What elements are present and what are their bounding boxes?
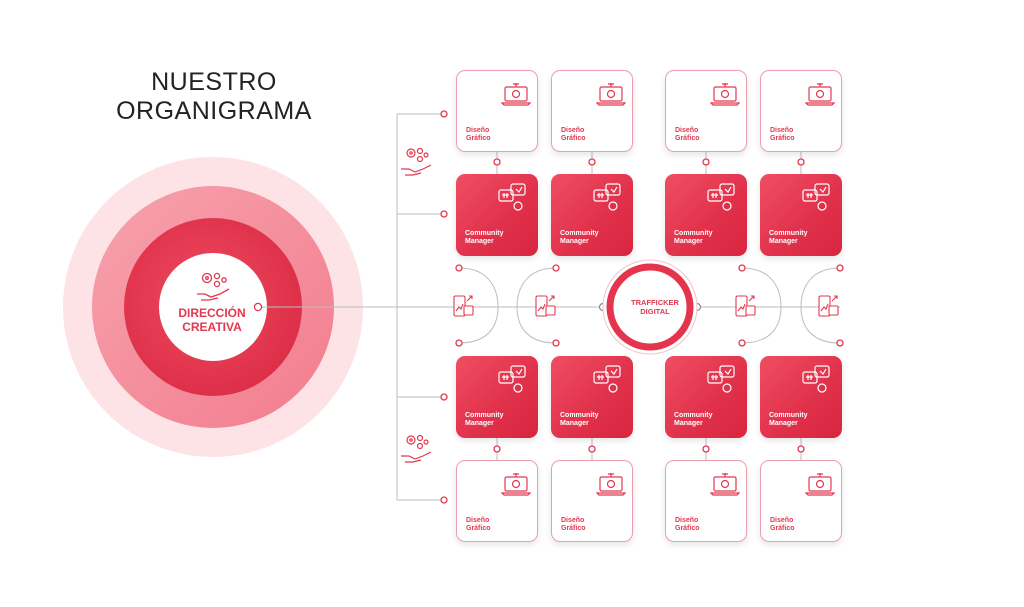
hand-gears-icon	[401, 434, 432, 463]
laptop-design-icon	[501, 83, 531, 106]
connector-dots	[253, 110, 844, 504]
hand-gears-icon	[401, 147, 432, 176]
laptop-design-icon	[501, 473, 531, 496]
role-line-1: Diseño	[675, 517, 699, 524]
laptop-design-icon	[710, 83, 740, 106]
title-line-2: ORGANIGRAMA	[116, 97, 312, 125]
role-line-2: Manager	[560, 420, 589, 428]
laptop-design-icon	[596, 473, 626, 496]
trafficker-label-line-1: TRAFFICKER	[631, 298, 679, 307]
social-chat-icon	[593, 365, 621, 393]
role-line-2: Gráfico	[561, 135, 586, 143]
direction-label-line-2: CREATIVA	[182, 320, 242, 334]
direction-label-line-1: DIRECCIÓN	[178, 306, 246, 320]
social-chat-icon	[802, 365, 830, 393]
role-line-2: Gráfico	[675, 135, 700, 143]
role-line-2: Manager	[465, 238, 494, 246]
social-chat-icon	[498, 183, 526, 211]
trafficker-icons	[453, 295, 839, 317]
phone-analytics-icon	[735, 295, 756, 317]
social-chat-icon	[802, 183, 830, 211]
role-line-1: Diseño	[561, 517, 585, 524]
role-line-2: Manager	[560, 238, 589, 246]
phone-analytics-icon	[818, 295, 839, 317]
title-line-1: NUESTRO	[151, 68, 277, 96]
connector-lines	[258, 113, 841, 501]
hand-gears-icon	[197, 272, 230, 301]
role-line-1: Diseño	[770, 517, 794, 524]
role-line-1: Diseño	[675, 127, 699, 134]
role-line-1: Community	[465, 230, 504, 237]
role-line-2: Gráfico	[770, 525, 795, 533]
role-line-1: Community	[674, 230, 713, 237]
phone-analytics-icon	[453, 295, 474, 317]
laptop-design-icon	[710, 473, 740, 496]
role-line-1: Community	[769, 230, 808, 237]
role-line-2: Gráfico	[466, 135, 491, 143]
role-line-1: Community	[674, 412, 713, 419]
role-line-1: Diseño	[561, 127, 585, 134]
direction-rings	[63, 157, 363, 457]
role-line-2: Manager	[769, 420, 798, 428]
role-line-1: Diseño	[770, 127, 794, 134]
phone-analytics-icon	[535, 295, 556, 317]
role-line-2: Manager	[465, 420, 494, 428]
social-chat-icon	[707, 365, 735, 393]
direction-label: DIRECCIÓN CREATIVA	[160, 306, 264, 334]
role-line-1: Community	[769, 412, 808, 419]
role-line-2: Gráfico	[675, 525, 700, 533]
role-line-2: Gráfico	[466, 525, 491, 533]
laptop-design-icon	[596, 83, 626, 106]
role-line-2: Gráfico	[561, 525, 586, 533]
role-line-2: Manager	[674, 420, 703, 428]
social-chat-icon	[593, 183, 621, 211]
trafficker-label: TRAFFICKER DIGITAL	[615, 298, 695, 316]
role-line-2: Manager	[674, 238, 703, 246]
role-line-1: Community	[560, 412, 599, 419]
role-line-1: Community	[560, 230, 599, 237]
social-chat-icon	[707, 183, 735, 211]
laptop-design-icon	[805, 473, 835, 496]
role-line-1: Community	[465, 412, 504, 419]
page-title: NUESTRO ORGANIGRAMA	[112, 68, 316, 126]
trafficker-label-line-2: DIGITAL	[640, 307, 670, 316]
role-line-1: Diseño	[466, 127, 490, 134]
role-line-2: Manager	[769, 238, 798, 246]
social-chat-icon	[498, 365, 526, 393]
trafficker-node	[602, 259, 698, 355]
role-line-2: Gráfico	[770, 135, 795, 143]
laptop-design-icon	[805, 83, 835, 106]
center-disc	[159, 253, 267, 361]
role-line-1: Diseño	[466, 517, 490, 524]
